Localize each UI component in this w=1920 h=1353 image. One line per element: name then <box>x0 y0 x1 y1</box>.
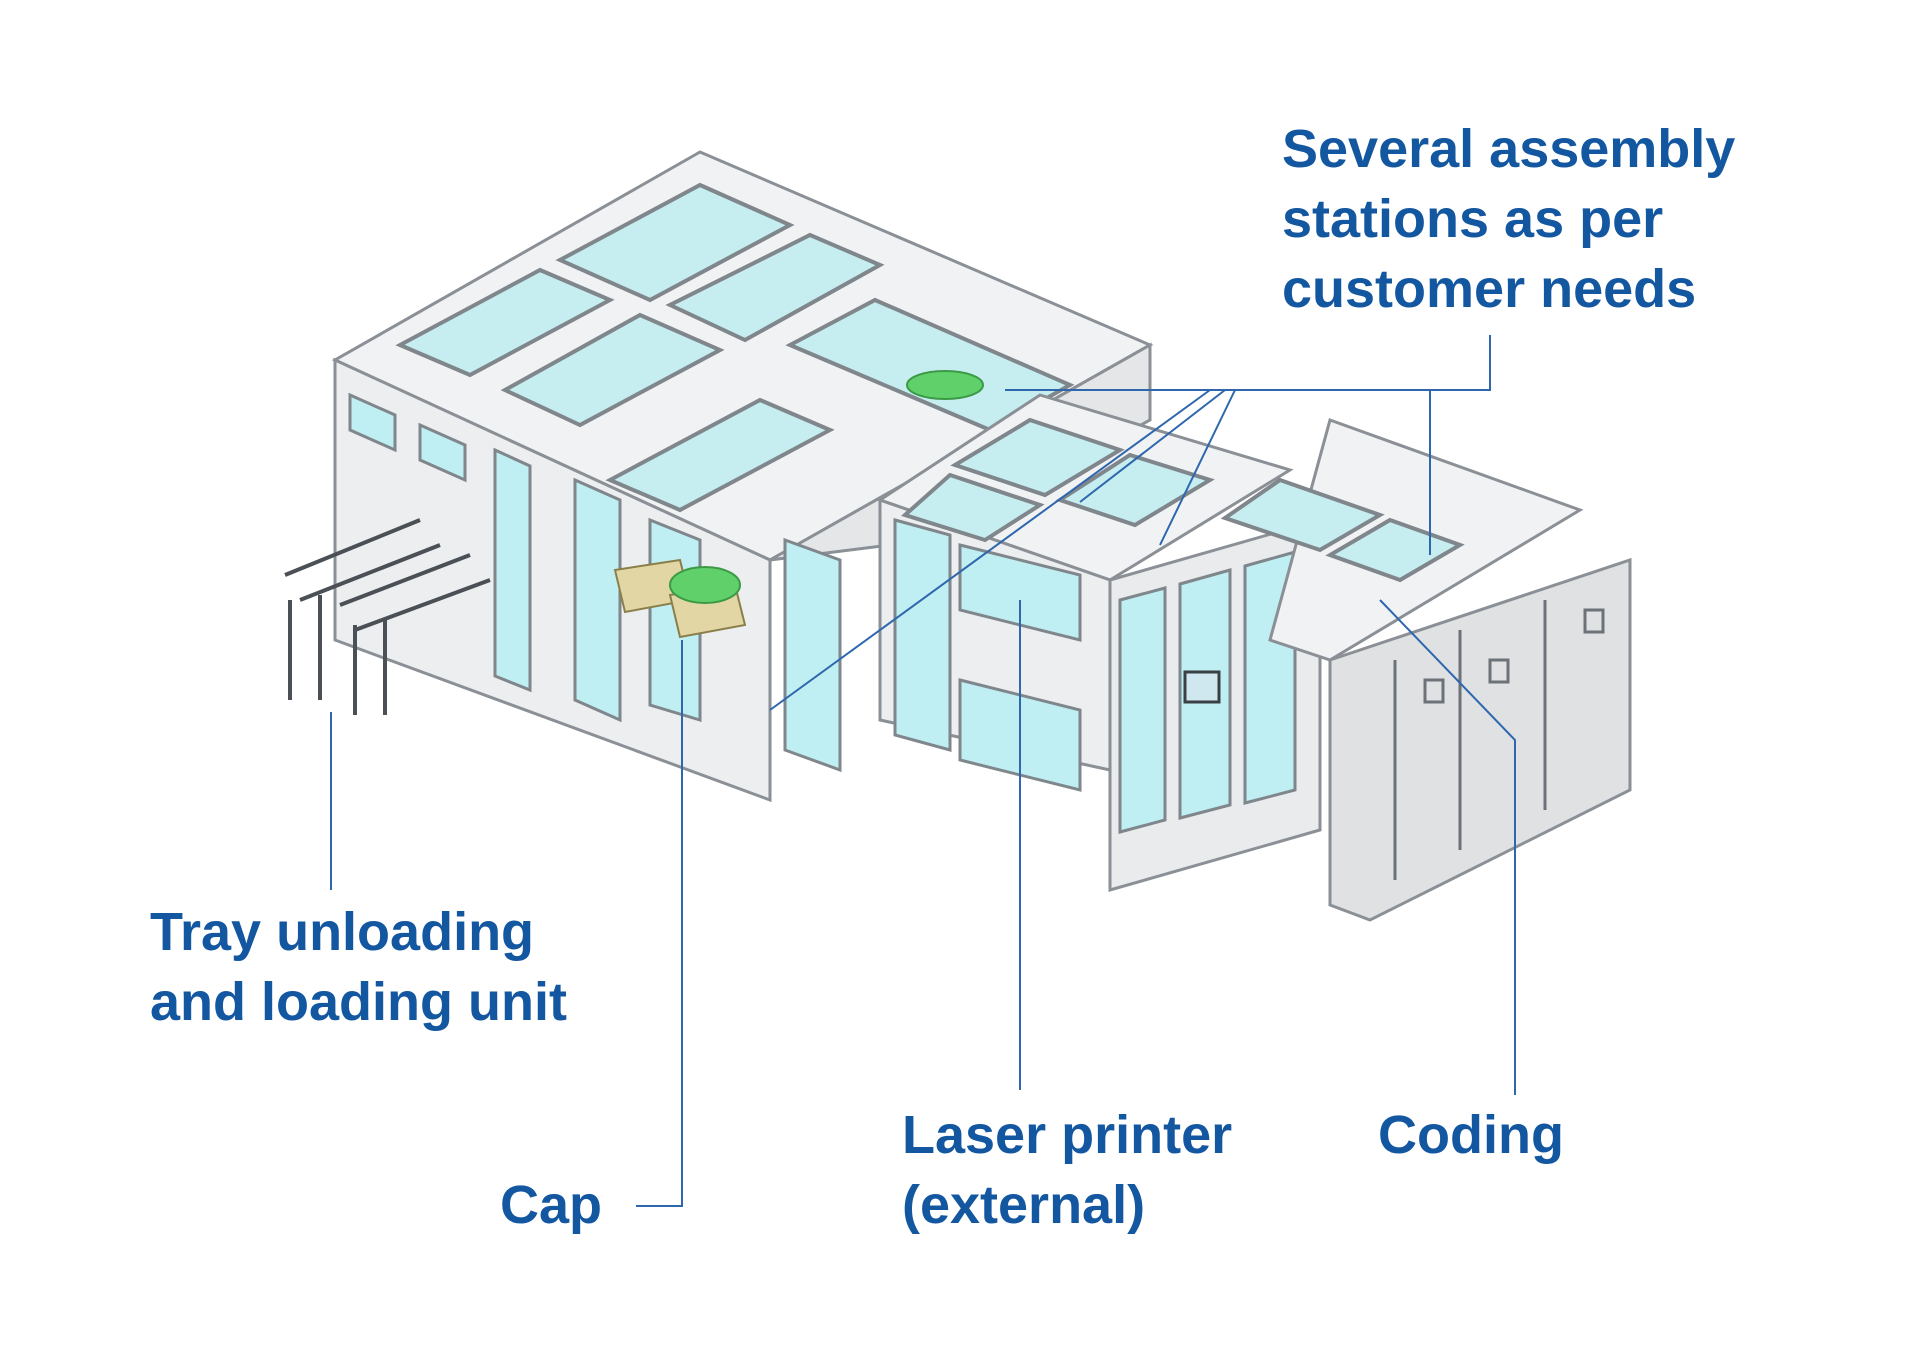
label-tray-unit: Tray unloading and loading unit <box>150 897 567 1037</box>
label-tray-line-2: and loading unit <box>150 972 567 1032</box>
label-assembly-stations: Several assembly stations as per custome… <box>1282 114 1735 324</box>
label-coding: Coding <box>1378 1100 1564 1170</box>
label-laser-line-1: Laser printer <box>902 1105 1233 1165</box>
green-hoses <box>906 370 984 400</box>
label-assembly-line-2: stations as per <box>1282 189 1664 249</box>
bowl-feeders <box>613 558 747 639</box>
label-cap: Cap <box>500 1170 602 1240</box>
label-laser-printer: Laser printer (external) <box>902 1100 1232 1240</box>
label-cap-line-1: Cap <box>500 1175 603 1235</box>
leader-lines <box>330 335 1516 1207</box>
label-assembly-line-3: customer needs <box>1282 259 1697 319</box>
glass-doors-main <box>348 392 842 773</box>
roof-windows-main <box>395 182 1075 513</box>
roof-windows-right <box>1220 477 1465 583</box>
cabinet-doors <box>1393 600 1605 880</box>
roof-windows-front <box>901 417 1215 543</box>
tray-conveyors <box>284 518 491 715</box>
hmi-screen <box>1183 670 1221 704</box>
label-tray-line-1: Tray unloading <box>150 902 535 962</box>
label-assembly-line-1: Several assembly <box>1282 119 1736 179</box>
label-coding-line-1: Coding <box>1378 1105 1564 1165</box>
label-laser-line-2: (external) <box>902 1175 1146 1235</box>
